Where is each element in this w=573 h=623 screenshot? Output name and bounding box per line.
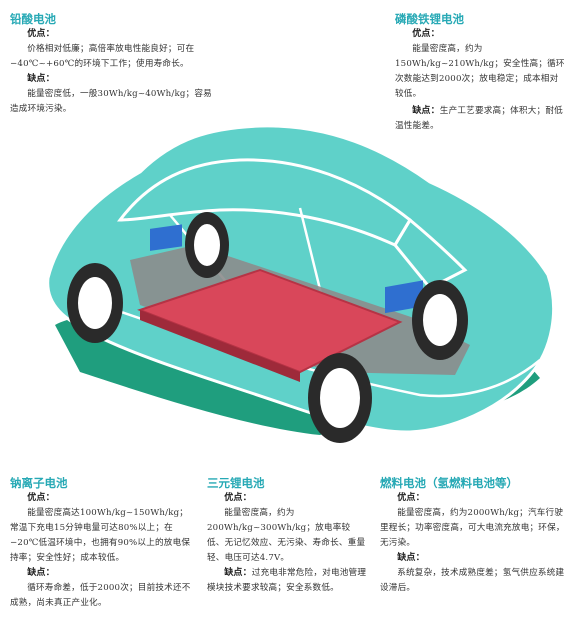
ternary-pros-text: 能量密度高，约为200Wh/kg~300Wh/kg；放电率较低、无记忆效应、无污… [207, 508, 366, 563]
front-left-wheel [308, 353, 372, 443]
lead-acid-cons-text: 能量密度低，一般30Wh/kg~40Wh/kg；容易造成环境污染。 [10, 89, 212, 114]
sodium-ion-pros-label: 优点： [27, 493, 55, 503]
sodium-ion-pros-text: 能量密度高达100Wh/kg~150Wh/kg；常温下充电15分钟电量可达80%… [10, 508, 191, 563]
lifepo4-pros-text: 能量密度高，约为150Wh/kg~210Wh/kg；安全性高；循环次数能达到20… [395, 44, 565, 99]
battery-pack-side [140, 310, 300, 382]
fuel-cell-title: 燃料电池（氢燃料电池等） [380, 476, 518, 490]
front-right-wheel [412, 280, 468, 360]
lifepo4-cons-text: 生产工艺要求高；体积大；耐低温性能差。 [395, 106, 563, 131]
front-motor [385, 280, 423, 314]
lead-acid-pros-text: 价格相对低廉；高倍率放电性能良好；可在−40℃~+60℃的环境下工作；使用寿命长… [10, 44, 195, 69]
lead-acid-battery-block: 铅酸电池 优点： 价格相对低廉；高倍率放电性能良好；可在−40℃~+60℃的环境… [10, 12, 215, 117]
sodium-ion-title: 钠离子电池 [10, 476, 68, 490]
ternary-cons-text: 过充电非常危险，对电池管理模块技术要求较高；安全系数低。 [207, 568, 367, 593]
rear-motor [150, 224, 182, 251]
lifepo4-title: 磷酸铁锂电池 [395, 12, 464, 26]
ev-car-illustration [46, 124, 555, 443]
rear-left-wheel [67, 263, 123, 343]
fuel-cell-block: 燃料电池（氢燃料电池等） 优点： 能量密度高，约为2000Wh/kg；汽车行驶里… [380, 476, 565, 596]
fuel-cell-pros-label: 优点： [397, 493, 425, 503]
lead-acid-title: 铅酸电池 [10, 12, 56, 26]
lifepo4-pros-label: 优点： [412, 29, 440, 39]
ternary-cons-label: 缺点： [224, 568, 252, 578]
fuel-cell-pros-text: 能量密度高，约为2000Wh/kg；汽车行驶里程长；功率密度高，可大电流充放电；… [380, 508, 565, 548]
lead-acid-pros-label: 优点： [27, 29, 55, 39]
sodium-ion-cons-text: 循环寿命差，低于2000次；目前技术还不成熟，尚未真正产业化。 [10, 583, 191, 608]
sodium-ion-cons-label: 缺点： [27, 568, 55, 578]
ternary-battery-block: 三元锂电池 优点： 能量密度高，约为200Wh/kg~300Wh/kg；放电率较… [207, 476, 367, 596]
lifepo4-cons-label: 缺点： [412, 106, 440, 116]
lead-acid-cons-label: 缺点： [27, 74, 55, 84]
fuel-cell-cons-label: 缺点： [397, 553, 425, 563]
battery-pack [137, 268, 403, 374]
sodium-ion-battery-block: 钠离子电池 优点： 能量密度高达100Wh/kg~150Wh/kg；常温下充电1… [10, 476, 195, 611]
ternary-title: 三元锂电池 [207, 476, 265, 490]
rear-right-wheel [185, 212, 229, 278]
ternary-pros-label: 优点： [224, 493, 252, 503]
fuel-cell-cons-text: 系统复杂，技术成熟度差；氢气供应系统建设滞后。 [380, 568, 565, 593]
lifepo4-battery-block: 磷酸铁锂电池 优点： 能量密度高，约为150Wh/kg~210Wh/kg；安全性… [395, 12, 565, 134]
